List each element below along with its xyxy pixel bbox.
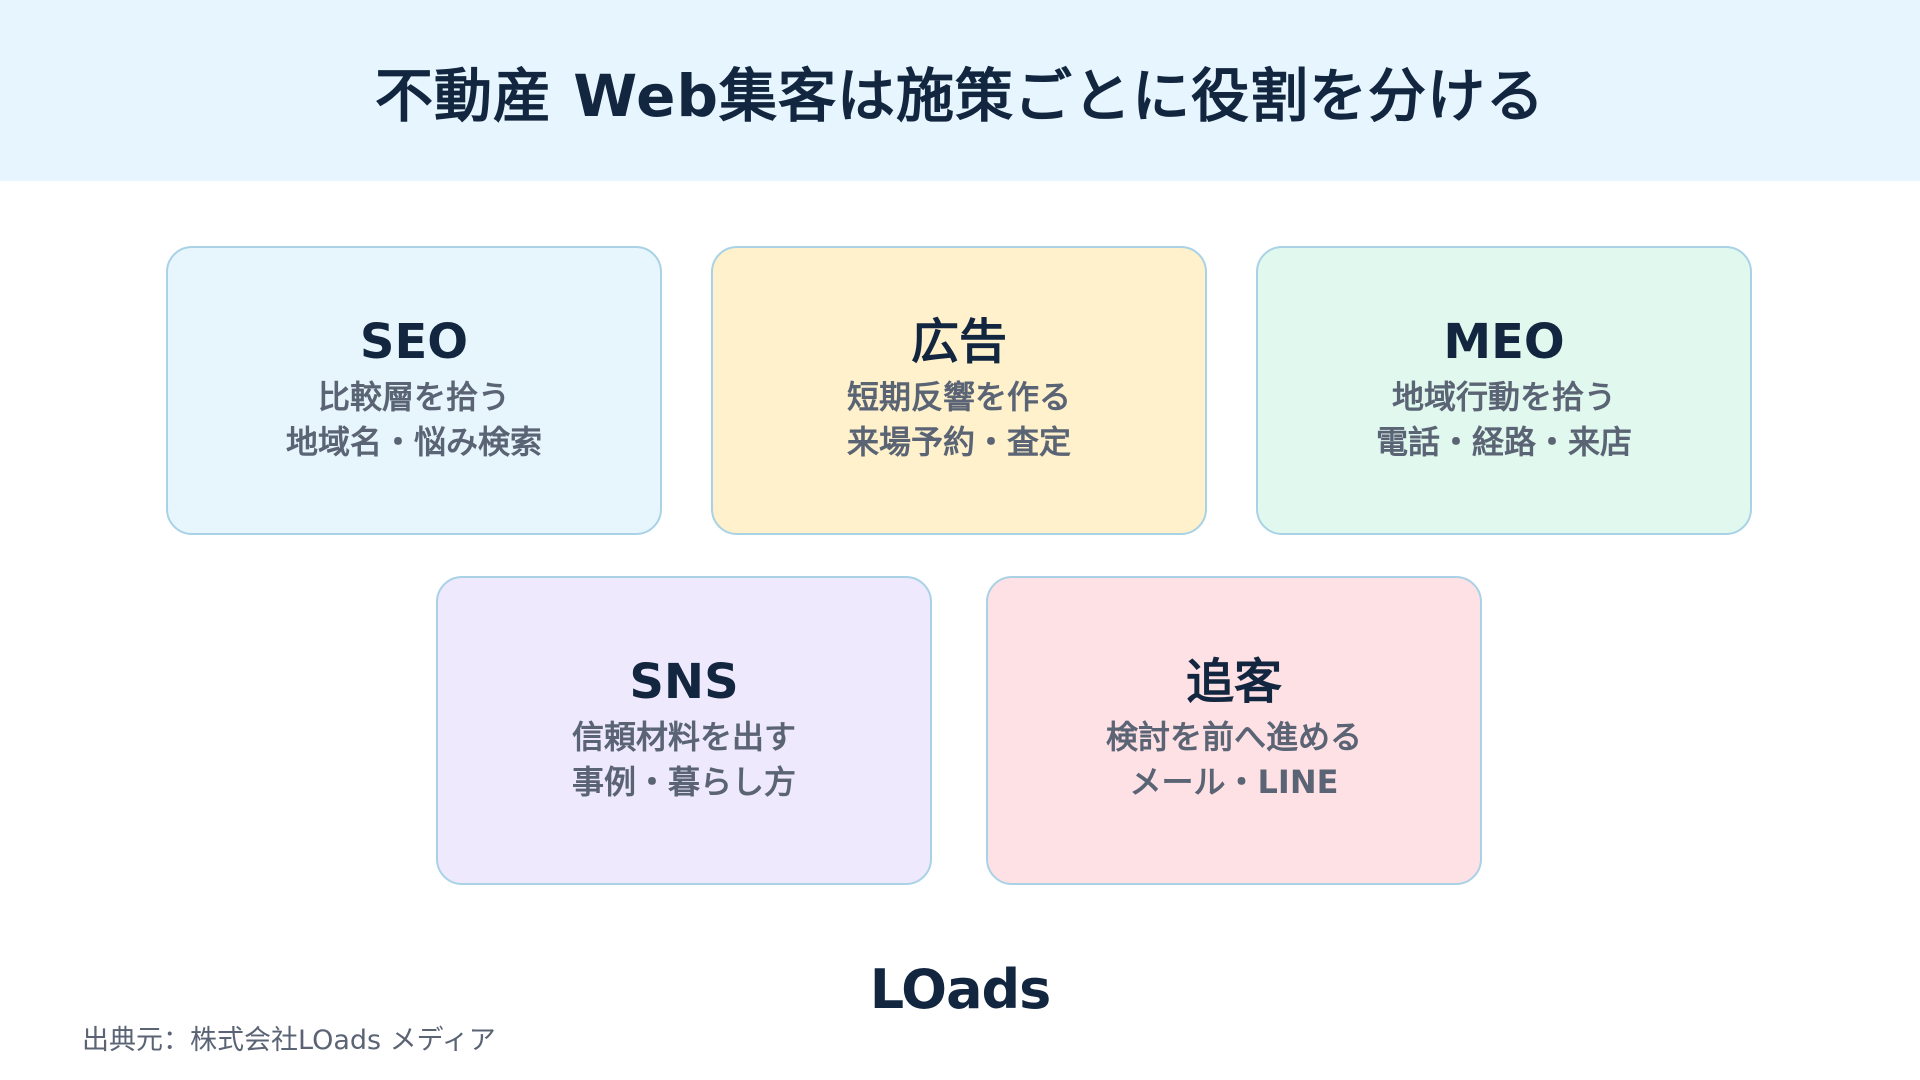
card-meo-title: MEO [1443,314,1565,371]
card-ads: 広告 短期反響を作る 来場予約・査定 [711,246,1207,535]
loads-logo: LOads [869,958,1052,1021]
card-sns-detail: 事例・暮らし方 [571,762,796,801]
card-follow-up-title: 追客 [1185,654,1282,711]
card-meo-role: 地域行動を拾う [1391,378,1616,417]
card-follow-up: 追客 検討を前へ進める メール・LINE [986,576,1482,885]
card-seo-role: 比較層を拾う [317,378,510,417]
card-ads-role: 短期反響を作る [846,378,1071,417]
card-sns-role: 信頼材料を出す [571,718,796,757]
card-ads-title: 広告 [910,314,1007,371]
card-sns-title: SNS [629,654,739,711]
card-meo-detail: 電話・経路・来店 [1375,422,1632,461]
card-follow-up-role: 検討を前へ進める [1105,718,1362,757]
card-seo: SEO 比較層を拾う 地域名・悩み検索 [166,246,662,535]
source-credit: 出典元：株式会社LOads メディア [82,1025,496,1056]
card-seo-detail: 地域名・悩み検索 [285,422,542,461]
header-banner: 不動産 Web集客は施策ごとに役割を分ける [0,0,1920,181]
card-meo: MEO 地域行動を拾う 電話・経路・来店 [1256,246,1752,535]
card-ads-detail: 来場予約・査定 [846,422,1071,461]
card-sns: SNS 信頼材料を出す 事例・暮らし方 [436,576,932,885]
card-follow-up-detail: メール・LINE [1129,762,1339,801]
page-title: 不動産 Web集客は施策ごとに役割を分ける [375,61,1545,130]
card-seo-title: SEO [359,314,469,371]
